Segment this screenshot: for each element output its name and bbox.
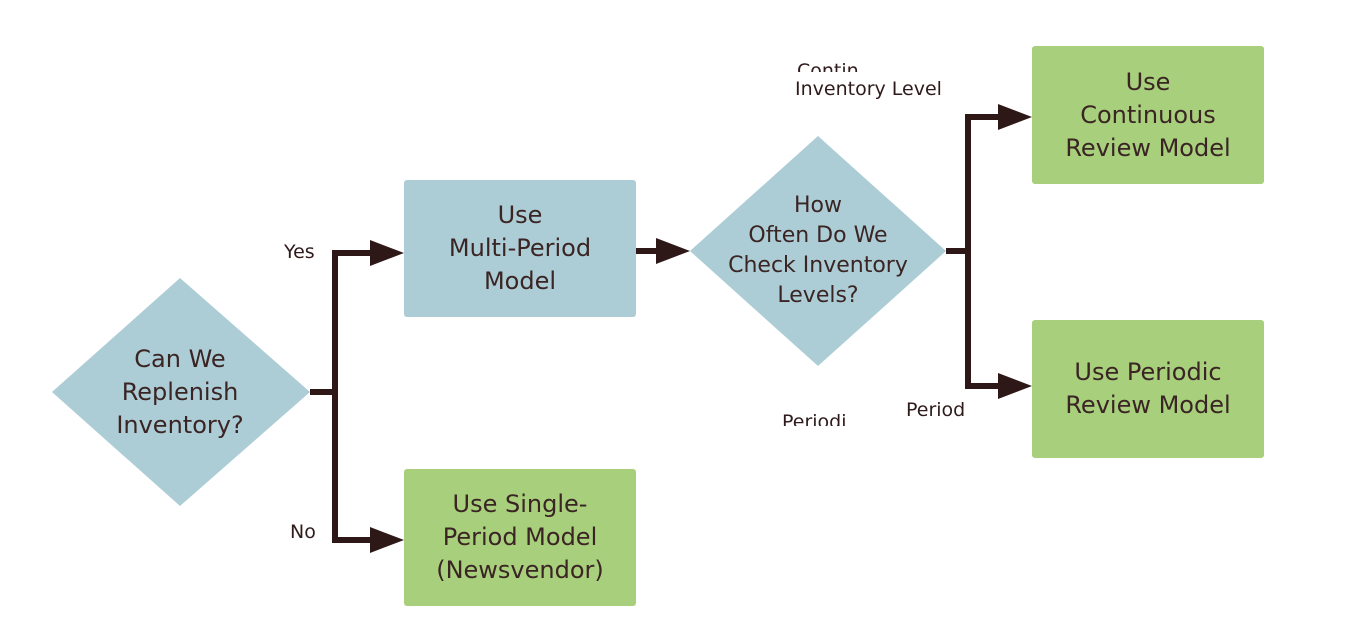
- multi-to-check-arrowhead: [656, 238, 690, 264]
- periodic-connector: [965, 251, 1000, 389]
- no-label: No: [290, 521, 316, 543]
- replenish-diamond: [52, 278, 310, 506]
- periodic-edge-label: Period: [906, 399, 966, 421]
- continuous-label-clipped: Contin: [797, 60, 859, 72]
- replenish-question: Can We Replenish Inventory?: [116, 344, 244, 439]
- continuous-edge-label: Inventory Level: [795, 78, 942, 100]
- single-period-label: Use Single- Period Model (Newsvendor): [436, 490, 604, 584]
- connector-arrowheads: [370, 104, 1032, 553]
- continuous-box: [1032, 46, 1264, 184]
- periodic-label-clipped: Periodi: [782, 411, 847, 426]
- yes-arrowhead: [370, 240, 404, 266]
- single-period-box: [404, 469, 636, 606]
- check-frequency-question: How Often Do We Check Inventory Levels?: [728, 193, 908, 308]
- continuous-label: Use Continuous Review Model: [1065, 67, 1231, 162]
- check-frequency-diamond: [690, 136, 946, 366]
- multi-period-box: [404, 180, 636, 317]
- continuous-arrowhead: [998, 104, 1032, 130]
- multi-period-label: Use Multi-Period Model: [448, 201, 592, 295]
- no-connector: [332, 392, 372, 543]
- connector-lines: [310, 114, 1000, 543]
- yes-connector: [332, 250, 372, 392]
- periodic-box: [1032, 320, 1264, 458]
- periodic-arrowhead: [998, 373, 1032, 399]
- yes-label: Yes: [284, 241, 315, 263]
- no-arrowhead: [370, 527, 404, 553]
- continuous-connector: [965, 114, 1000, 251]
- periodic-label: Use Periodic Review Model: [1065, 358, 1231, 419]
